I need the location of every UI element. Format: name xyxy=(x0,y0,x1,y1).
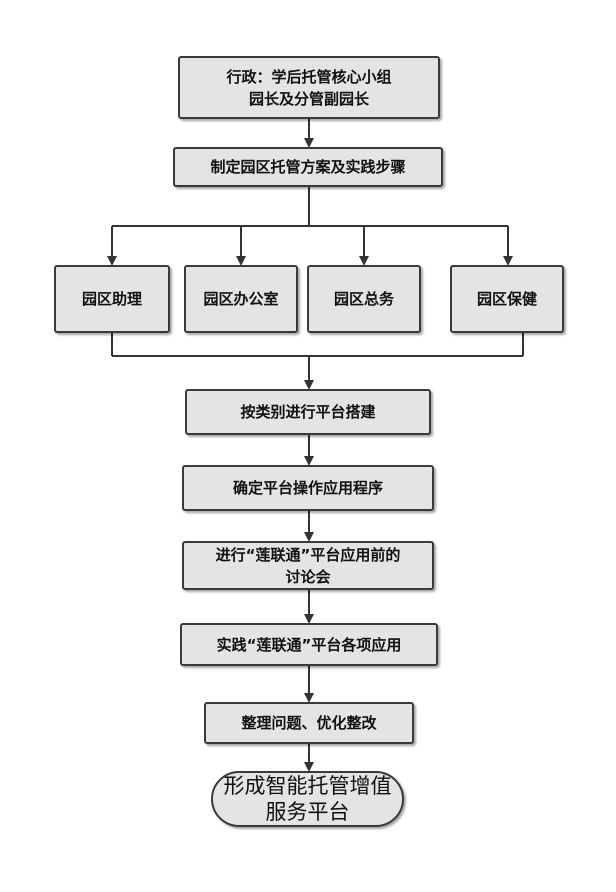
node-plan-label: 制定园区托管方案及实践步骤 xyxy=(210,158,406,176)
node-discussion-line2: 讨论会 xyxy=(285,567,331,586)
node-general-affairs-label: 园区总务 xyxy=(333,290,394,308)
node-procedure: 确定平台操作应用程序 xyxy=(182,465,434,511)
node-result-line1: 形成智能托管增值 xyxy=(223,774,392,798)
node-admin-line1: 行政：学后托管核心小组 xyxy=(226,67,392,86)
node-build-platform: 按类别进行平台搭建 xyxy=(185,389,431,435)
node-admin-line2: 园长及分管副园长 xyxy=(248,89,369,108)
node-discussion: 进行“莲联通”平台应用前的 讨论会 xyxy=(182,541,434,590)
node-optimize-label: 整理问题、优化整改 xyxy=(241,714,377,732)
node-plan: 制定园区托管方案及实践步骤 xyxy=(173,147,443,187)
node-assistant-label: 园区助理 xyxy=(81,290,142,308)
node-admin-core-group: 行政：学后托管核心小组 园长及分管副园长 xyxy=(178,56,440,119)
node-assistant: 园区助理 xyxy=(54,265,170,333)
node-discussion-line1: 进行“莲联通”平台应用前的 xyxy=(215,545,401,564)
node-healthcare: 园区保健 xyxy=(450,265,564,333)
node-general-affairs: 园区总务 xyxy=(307,265,421,333)
node-office-label: 园区办公室 xyxy=(203,290,279,308)
node-result-terminal: 形成智能托管增值 服务平台 xyxy=(211,771,404,827)
node-result-line2: 服务平台 xyxy=(265,800,350,824)
node-healthcare-label: 园区保健 xyxy=(476,290,537,308)
node-build-platform-label: 按类别进行平台搭建 xyxy=(240,403,376,421)
node-optimize: 整理问题、优化整改 xyxy=(204,702,414,744)
node-office: 园区办公室 xyxy=(184,265,298,333)
node-practice: 实践“莲联通”平台各项应用 xyxy=(180,623,438,666)
node-procedure-label: 确定平台操作应用程序 xyxy=(232,479,383,497)
node-practice-label: 实践“莲联通”平台各项应用 xyxy=(216,635,402,654)
